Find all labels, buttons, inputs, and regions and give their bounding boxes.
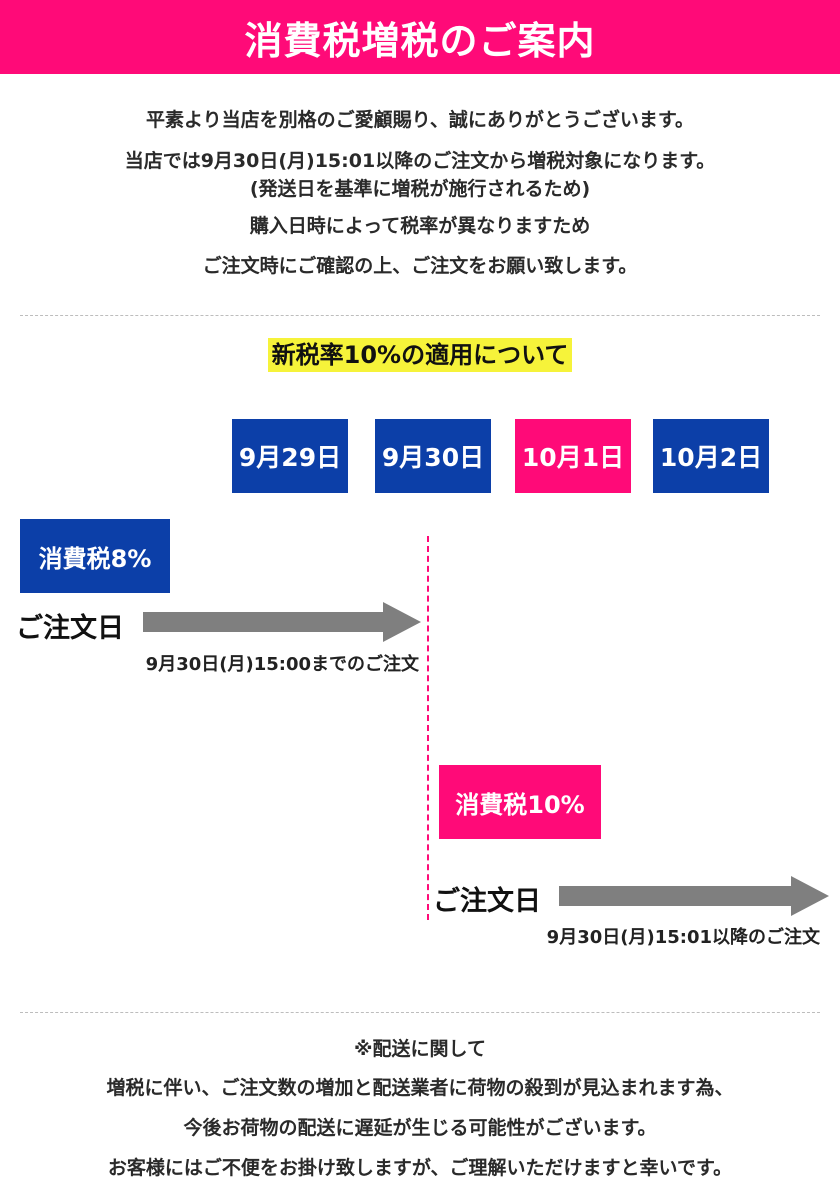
intro-line-1: 平素より当店を別格のご愛顧賜り、誠にありがとうございます。 (146, 109, 694, 131)
tax-10-note: 9月30日(月)15:01以降のご注文 (546, 927, 820, 948)
date-box-sep30: 9月30日 (375, 419, 491, 493)
intro-line-3: (発送日を基準に増税が施行されるため) (249, 178, 591, 200)
tax-8-note: 9月30日(月)15:00までのご注文 (145, 654, 419, 675)
divider-top (20, 315, 820, 316)
footer-line-4: お客様にはご不便をお掛け致しますが、ご理解いただけますと幸いです。 (107, 1157, 733, 1179)
page-title: 消費税増税のご案内 (244, 18, 596, 63)
tax-8-order-label: ご注文日 (16, 613, 124, 644)
intro-line-4: 購入日時によって税率が異なりますため (249, 215, 591, 237)
footer-line-2: 増税に伴い、ご注文数の増加と配送業者に荷物の殺到が見込まれます為、 (106, 1077, 734, 1099)
tax-10-badge: 消費税10% (439, 765, 601, 839)
section-title: 新税率10%の適用について (0, 338, 840, 372)
intro-line-2: 当店では9月30日(月)15:01以降のご注文から増税対象になります。 (124, 150, 716, 172)
section-title-text: 新税率10%の適用について (267, 338, 573, 372)
footer-line-3: 今後お荷物の配送に遅延が生じる可能性がございます。 (183, 1117, 657, 1139)
tax-10-order-label: ご注文日 (433, 886, 541, 917)
intro-line-5: ご注文時にご確認の上、ご注文をお願い致します。 (202, 255, 638, 277)
divider-bottom (20, 1012, 820, 1013)
cutoff-line (427, 536, 429, 920)
tax-8-arrow-icon (143, 602, 421, 642)
page-header: 消費税増税のご案内 (0, 0, 840, 74)
date-box-oct1: 10月1日 (515, 419, 631, 493)
date-box-oct2: 10月2日 (653, 419, 769, 493)
footer-heading: ※配送に関して (354, 1038, 486, 1060)
tax-10-arrow-icon (559, 876, 829, 916)
tax-8-badge: 消費税8% (20, 519, 170, 593)
date-box-sep29: 9月29日 (232, 419, 348, 493)
